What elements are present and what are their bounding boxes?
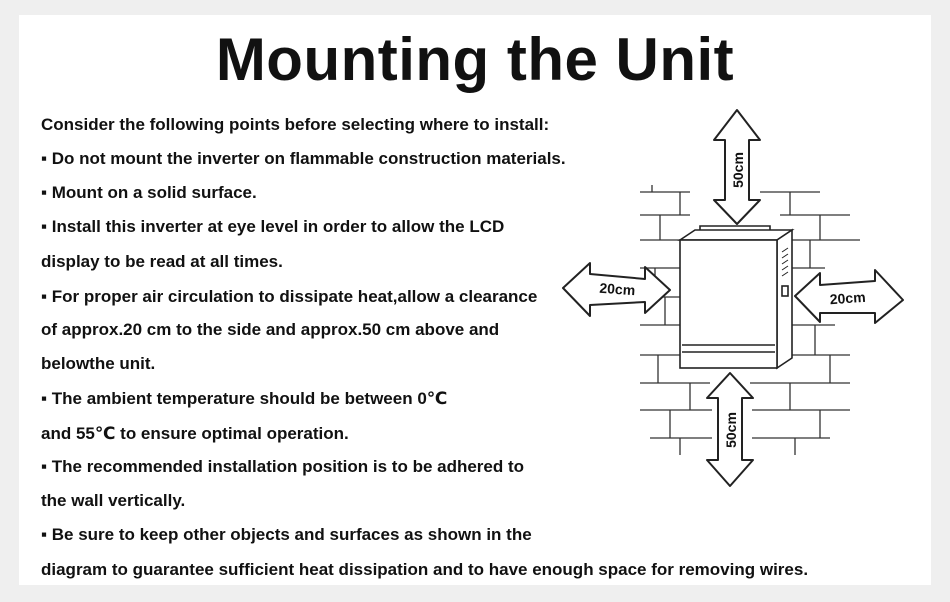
bullet-flammable: ▪ Do not mount the inverter on flammable… <box>41 149 566 168</box>
arrow-right: 20cm <box>794 269 904 324</box>
bullet-clearance: ▪ For proper air circulation to dissipat… <box>41 287 538 306</box>
bullet-temperature-cont: and 55℃ to ensure optimal operation. <box>41 424 349 443</box>
arrow-left: 20cm <box>562 262 671 317</box>
arrow-bottom: 50cm <box>706 372 754 487</box>
page-title: Mounting the Unit <box>215 26 735 93</box>
clearance-diagram: 50cm 50cm 20cm 20cm <box>562 109 904 487</box>
top-clearance-label: 50cm <box>730 152 746 188</box>
right-clearance-label: 20cm <box>829 289 866 307</box>
bullet-clearance-cont: of approx.20 cm to the side and approx.5… <box>41 320 500 339</box>
bullet-vertical-cont: the wall vertically. <box>41 491 186 510</box>
bullet-keep-clear-cont: diagram to guarantee sufficient heat dis… <box>41 560 809 579</box>
arrow-top: 50cm <box>713 109 761 225</box>
bullet-eye-level: ▪ Install this inverter at eye level in … <box>41 217 505 236</box>
bullet-clearance-cont2: belowthe unit. <box>41 354 156 373</box>
left-clearance-label: 20cm <box>599 280 636 298</box>
intro-line: Consider the following points before sel… <box>41 115 550 134</box>
bullet-solid-surface: ▪ Mount on a solid surface. <box>41 183 257 202</box>
bottom-clearance-label: 50cm <box>723 412 739 448</box>
bullet-keep-clear: ▪ Be sure to keep other objects and surf… <box>41 525 532 544</box>
inverter-unit <box>677 225 795 370</box>
bullet-temperature: ▪ The ambient temperature should be betw… <box>41 389 448 408</box>
bullet-vertical: ▪ The recommended installation position … <box>41 457 525 476</box>
bullet-eye-level-cont: display to be read at all times. <box>41 252 283 271</box>
brick-wall <box>640 185 860 455</box>
